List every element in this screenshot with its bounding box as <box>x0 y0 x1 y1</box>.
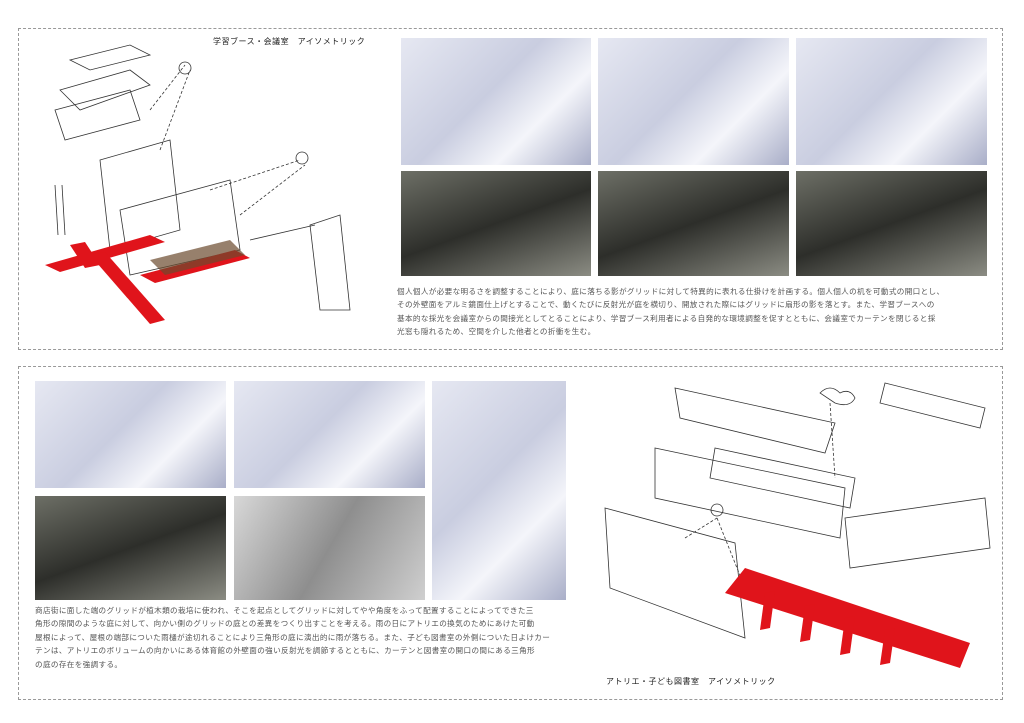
top-caption: 学習ブース・会議室 アイソメトリック <box>213 37 366 46</box>
photo-courtyard-perspective <box>401 171 591 276</box>
photo-atelier-model-1 <box>35 381 226 488</box>
photo-model-closeup <box>598 38 789 165</box>
photo-atelier-model-tall <box>432 381 566 600</box>
text-line: 基本的な採光を会議室からの間接光としてとることにより、学習ブース利用者による自発… <box>397 313 936 323</box>
photo-corridor-perspective <box>598 171 789 276</box>
red-grid <box>725 568 970 668</box>
text-line: その外壁面をアルミ鏡面仕上げとすることで、動くたびに反射光が庭を横切り、開放され… <box>397 300 935 310</box>
photo-model-aerial <box>401 38 591 165</box>
bottom-panel <box>18 366 1003 700</box>
top-description: 個人個人が必要な明るさを調整することにより、庭に落ちる影がグリッドに対して特異的… <box>397 285 997 339</box>
photo-booth-perspective <box>796 171 987 276</box>
photo-library-courtyard <box>234 496 425 600</box>
text-line: 個人個人が必要な明るさを調整することにより、庭に落ちる影がグリッドに対して特異的… <box>397 287 945 296</box>
text-line: テンは、アトリエのボリュームの向かいにある体育館の外壁面の強い反射光を調節すると… <box>35 646 535 656</box>
top-isometric-drawing <box>45 44 351 324</box>
text-line: 角形の隙間のような庭に対して、向かい側のグリッドの庭との差異をつくり出すことを考… <box>35 619 535 629</box>
bottom-caption: アトリエ・子ども図書室 アイソメトリック <box>606 677 776 686</box>
text-line: の庭の存在を強調する。 <box>35 659 123 669</box>
bottom-isometric-drawing <box>604 382 991 668</box>
top-panel <box>18 28 1003 350</box>
text-line: 光窓も隠れるため、空間を介した他者との折衝を生む。 <box>397 327 596 337</box>
photo-model-interior <box>796 38 987 165</box>
bottom-description: 商店街に面した端のグリッドが植木類の栽培に使われ、そこを起点としてグリッドに対し… <box>35 604 635 671</box>
text-line: 屋根によって、屋根の端部についた雨樋が途切れることにより三角形の庭に演出的に雨が… <box>35 632 551 642</box>
text-line: 商店街に面した端のグリッドが植木類の栽培に使われ、そこを起点としてグリッドに対し… <box>35 606 534 615</box>
photo-atelier-model-2 <box>234 381 425 488</box>
photo-atelier-interior <box>35 496 226 600</box>
